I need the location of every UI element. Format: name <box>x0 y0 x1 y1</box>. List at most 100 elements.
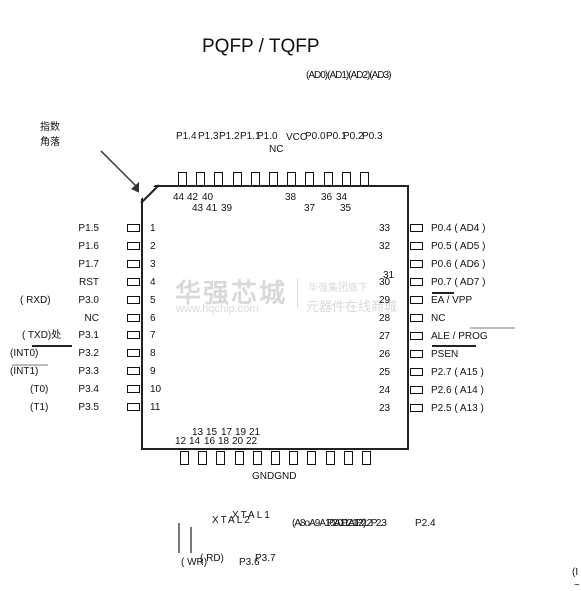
corner-label-line1: 指数 <box>40 122 60 133</box>
left-pin-8 <box>127 349 140 358</box>
top-p1-4: P1.0 <box>257 131 278 142</box>
left-pin-label-7: P3.1 <box>78 330 99 342</box>
bottom-pin-12 <box>180 451 189 465</box>
left-pin-num-11: 11 <box>150 402 161 413</box>
bottom-pin-num-21: 21 <box>249 427 261 438</box>
top-pin-41 <box>232 172 242 186</box>
bottom-pin-19 <box>307 451 317 465</box>
left-pin-alt-8: (INT0) <box>10 348 39 360</box>
bottom-p24: P2.4 <box>415 518 436 529</box>
left-pin-label-11: P3.5 <box>78 402 99 413</box>
right-pin-30 <box>410 278 423 286</box>
right-pin-28 <box>410 314 423 322</box>
bottom-pin-13 <box>198 451 208 465</box>
left-pin-1 <box>127 224 140 232</box>
bottom-pin-num-14: 14 <box>189 436 201 447</box>
bottom-pin-num-18: 18 <box>218 436 230 447</box>
right-pin-label-24: P2.6 ( A14 ) <box>431 385 484 396</box>
corner-label-line2: 角落 <box>40 137 60 148</box>
right-pin-32 <box>410 242 423 250</box>
chip-index-corner <box>139 183 160 204</box>
right-pin-num-30: 30 <box>379 277 391 288</box>
left-pin-alt-7: ( TXD)处 <box>22 330 62 342</box>
left-pin-label-3: P1.7 <box>78 258 99 270</box>
left-pin-label-10: P3.4 <box>78 384 99 396</box>
xtal-line-1 <box>178 523 180 553</box>
top-ad-labels: (AD0)(AD1)(AD2)(AD3) <box>306 70 391 81</box>
right-pin-label-27: ALE / PROG <box>431 331 488 342</box>
bottom-a-labels: (A8oA9A10A11A12) <box>292 518 366 529</box>
right-pin-num-31: 31 <box>383 270 395 281</box>
left-pin-alt-10: (T0) <box>30 384 49 396</box>
right-pin-31 <box>410 260 423 268</box>
watermark-url: www.hqchip.com <box>176 303 259 315</box>
bottom-pin-22 <box>362 451 371 465</box>
top-pin-num-43: 43 <box>192 203 204 214</box>
left-pin-num-2: 2 <box>150 240 156 252</box>
left-pin-num-5: 5 <box>150 294 156 306</box>
top-pin-34 <box>360 172 369 186</box>
bottom-pin-20 <box>325 451 335 465</box>
bottom-pin-17 <box>271 451 280 465</box>
top-pin-num-44: 44 <box>173 192 185 203</box>
right-pin-num-25: 25 <box>379 367 391 378</box>
right-pin-26 <box>410 350 423 358</box>
left-pin-label-2: P1.6 <box>78 240 99 252</box>
bottom-pin-16 <box>252 451 262 465</box>
top-pin-num-35: 35 <box>340 203 352 214</box>
top-p0-0: P0.0 <box>305 131 326 142</box>
right-pin-num-26: 26 <box>379 349 391 360</box>
bottom-pin-num-20: 20 <box>232 436 244 447</box>
right-pin-29 <box>410 296 423 304</box>
left-pin-11 <box>127 403 140 411</box>
right-pin-label-23: P2.5 ( A13 ) <box>431 403 484 414</box>
top-pin-39 <box>269 172 278 186</box>
edge-fragment-2: ~ <box>574 580 580 591</box>
right-pin-label-30: P0.7 ( AD7 ) <box>431 277 486 288</box>
right-pin-27 <box>410 332 423 340</box>
bottom-pin-14 <box>216 451 226 465</box>
top-pin-42 <box>214 172 224 186</box>
right-pin-num-23: 23 <box>379 403 391 414</box>
left-pin-9 <box>127 367 140 376</box>
watermark-sub2: 元器件在线商城 <box>306 299 398 314</box>
right-pin-label-25: P2.7 ( A15 ) <box>431 367 484 378</box>
watermark-brand: 华强芯城 <box>175 278 288 308</box>
top-p1-2: P1.2 <box>219 131 240 142</box>
bottom-pin-num-17: 17 <box>221 427 233 438</box>
top-pin-num-40: 40 <box>202 192 214 203</box>
top-nc: NC <box>269 144 284 155</box>
watermark-divider <box>297 278 298 308</box>
top-p1-0: P1.4 <box>176 131 197 142</box>
top-pin-num-42: 42 <box>187 192 199 203</box>
bottom-pin-num-19: 19 <box>235 427 247 438</box>
left-pin-label-1: P1.5 <box>78 223 99 234</box>
chip-body <box>141 185 409 450</box>
top-pin-44 <box>178 172 187 186</box>
bottom-p37: P3.7 <box>255 553 276 564</box>
right-pin-num-28: 28 <box>379 313 391 324</box>
right-pin-num-27: 27 <box>379 331 391 342</box>
left-pin-num-4: 4 <box>150 276 156 288</box>
bottom-rd: ( RD) <box>200 553 224 564</box>
right-pin-label-29: EA / VPP <box>431 295 473 306</box>
top-pin-num-34: 34 <box>336 192 348 203</box>
top-pin-num-36: 36 <box>321 192 333 203</box>
top-pin-num-39: 39 <box>221 203 233 214</box>
right-pin-33 <box>410 224 423 232</box>
ea-overline <box>432 292 454 294</box>
bottom-pin-15 <box>234 451 244 465</box>
right-pin-num-32: 32 <box>379 241 391 252</box>
bottom-pin-num-13: 13 <box>192 427 204 438</box>
right-pin-23 <box>410 404 423 412</box>
right-pin-num-29: 29 <box>379 295 391 306</box>
left-pin-2 <box>127 241 140 250</box>
prog-line <box>470 327 515 329</box>
right-pin-label-26: PSEN <box>431 349 459 360</box>
left-pin-10 <box>127 385 140 394</box>
right-pin-num-24: 24 <box>379 385 391 396</box>
bottom-p36: P3.6 <box>239 557 260 568</box>
left-pin-label-6: NC <box>84 312 99 324</box>
left-pin-num-7: 7 <box>150 330 156 342</box>
top-p0-2: P0.2 <box>343 131 364 142</box>
